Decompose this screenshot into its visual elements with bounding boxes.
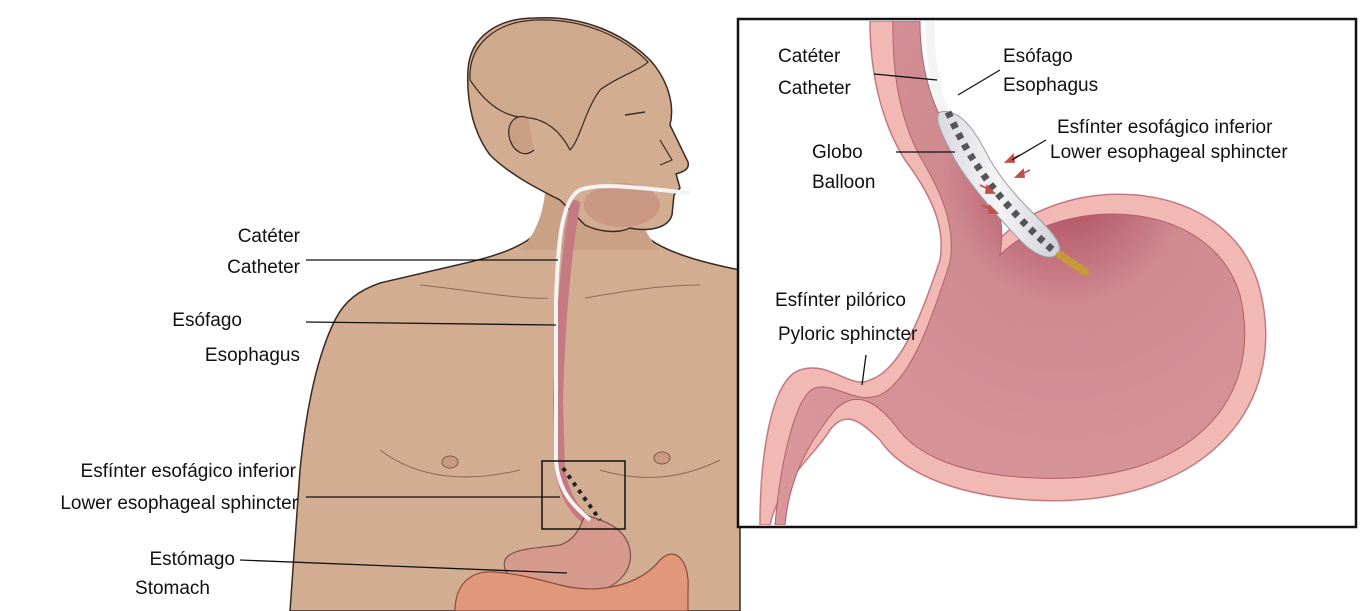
inset-label-pylorus-en: Pyloric sphincter: [778, 325, 917, 344]
label-les-en: Lower esophageal sphincter: [4, 494, 298, 513]
label-esophagus-es: Esófago: [150, 311, 242, 330]
label-esophagus-en: Esophagus: [150, 346, 300, 365]
inset-label-les-en: Lower esophageal sphincter: [1050, 143, 1288, 162]
label-stomach-es: Estómago: [80, 550, 235, 569]
label-les-es: Esfínter esofágico inferior: [10, 462, 296, 481]
inset-label-esophagus-en: Esophagus: [1003, 76, 1098, 95]
inset-label-pylorus-es: Esfínter pilórico: [775, 291, 906, 310]
inset-label-esophagus-es: Esófago: [1003, 47, 1073, 66]
label-catheter-en: Catheter: [150, 258, 300, 277]
inset-label-catheter-es: Catéter: [778, 47, 840, 66]
label-stomach-en: Stomach: [80, 579, 210, 598]
label-catheter-es: Catéter: [150, 227, 300, 246]
inset-label-les-es: Esfínter esofágico inferior: [1057, 118, 1272, 137]
human-torso: [290, 18, 740, 611]
inset-label-balloon-es: Globo: [812, 143, 863, 162]
inset-label-balloon-en: Balloon: [812, 173, 875, 192]
inset-label-catheter-en: Catheter: [778, 79, 851, 98]
